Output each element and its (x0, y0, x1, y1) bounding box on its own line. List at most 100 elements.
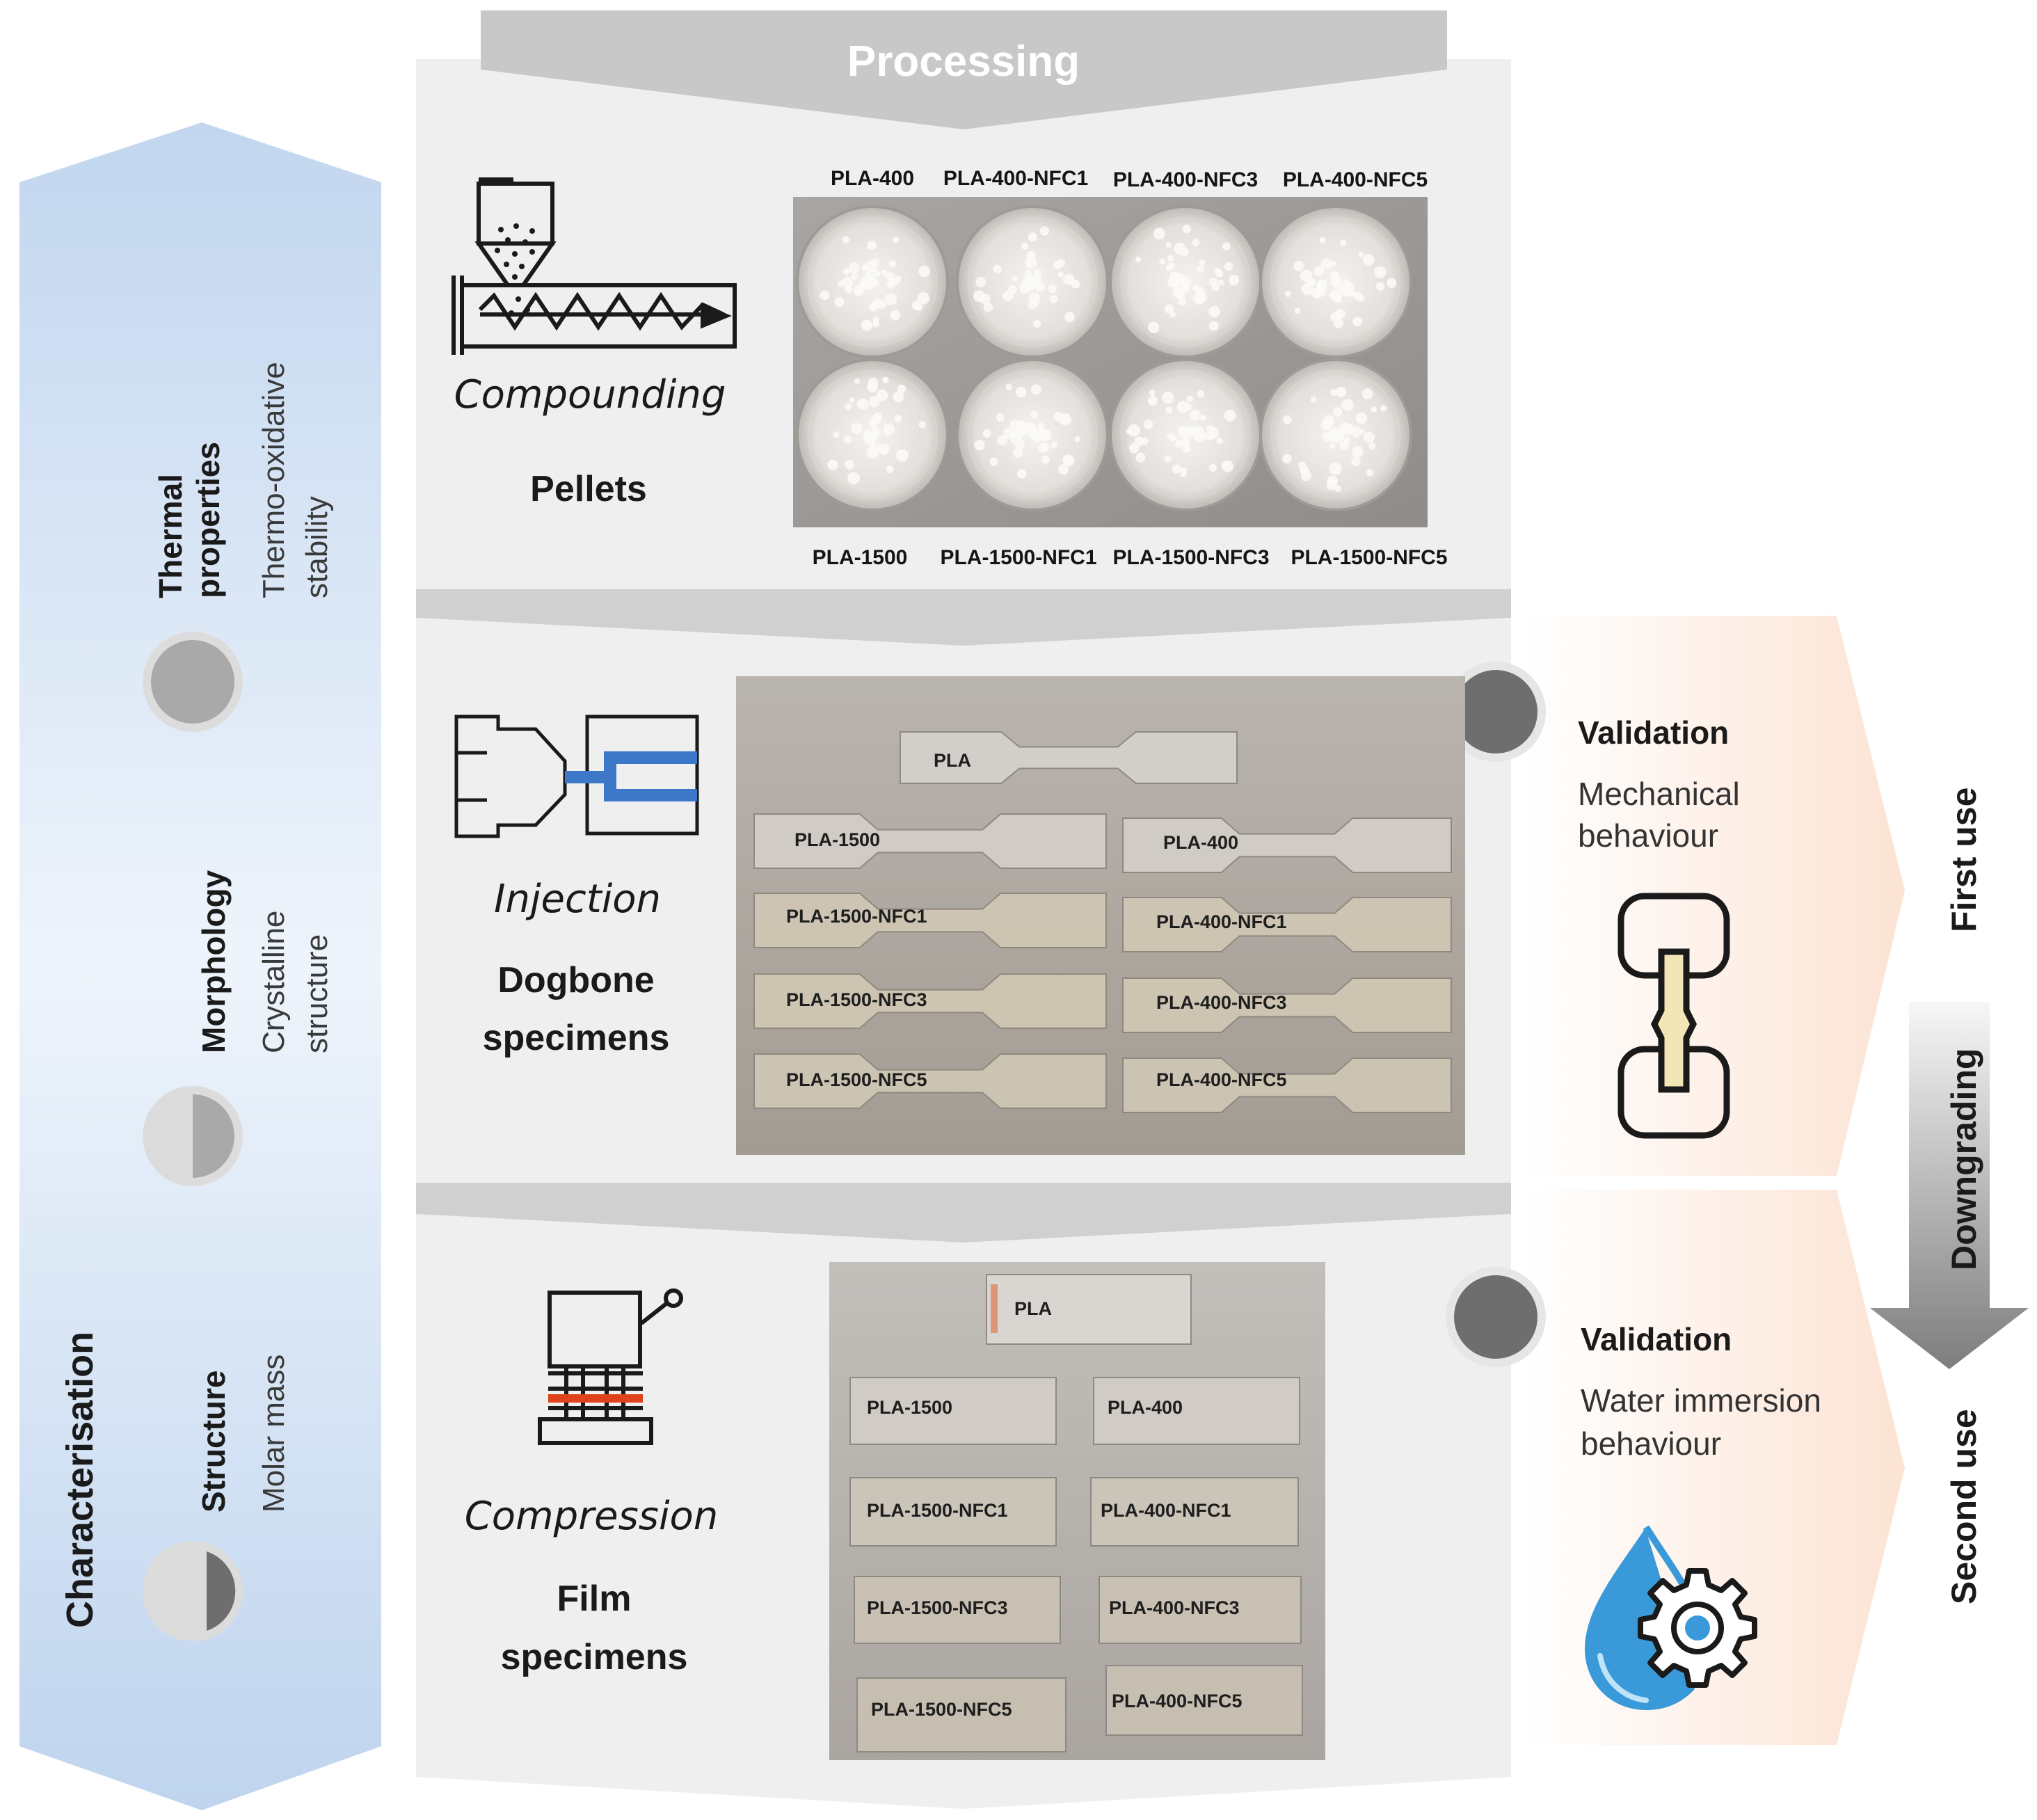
pellet-label: PLA-400-NFC5 (1282, 168, 1428, 191)
dogbone-specimen (1122, 1057, 1452, 1113)
film-specimen-label: PLA-400 (1108, 1397, 1183, 1418)
dogbone-label-line1: Dogbone (497, 960, 655, 1000)
morphology-detail-line2: structure (300, 934, 334, 1053)
dogbone-specimen-label: PLA-1500-NFC5 (786, 1069, 927, 1090)
characterisation-title: Characterisation (59, 1331, 101, 1628)
indicator-morphology (143, 1086, 243, 1186)
petri-dish (796, 205, 949, 358)
pellets-photo (793, 197, 1428, 527)
dogbone-specimen (1122, 817, 1452, 873)
film-specimen (1099, 1576, 1302, 1644)
thermal-heading-line2: properties (190, 442, 226, 598)
indicator-validation-second (1446, 1267, 1546, 1367)
dogbone-specimen (753, 813, 1107, 869)
validation-first-line2: behaviour (1578, 817, 1719, 854)
dogbone-specimen-label: PLA-400-NFC5 (1156, 1069, 1287, 1090)
dogbone-specimen (753, 1053, 1107, 1109)
dogbone-label-line2: specimens (482, 1018, 670, 1058)
compression-label: Compression (464, 1494, 719, 1539)
film-specimen-label: PLA-1500 (867, 1397, 953, 1418)
dogbone-specimen (1122, 977, 1452, 1033)
dogbone-specimen-label: PLA (934, 750, 971, 771)
separator-chevron-1 (416, 589, 1511, 646)
injection-mold-icon (454, 715, 699, 838)
injection-label: Injection (493, 877, 662, 922)
film-label-line2: specimens (500, 1637, 688, 1677)
downgrading-arrow (1870, 1002, 2029, 1369)
hopper-extruder-icon (452, 177, 737, 355)
petri-dish (1109, 358, 1262, 511)
indicator-validation-first (1446, 662, 1546, 762)
petri-dish (1109, 205, 1262, 358)
downgrading-label: Downgrading (1944, 1048, 1983, 1270)
film-edge-mark (991, 1284, 998, 1333)
processing-title: Processing (847, 38, 1080, 86)
film-photo (829, 1262, 1325, 1760)
dogbone-specimen-label: PLA-400 (1163, 832, 1239, 853)
dogbone-specimen (753, 893, 1107, 948)
validation-first-title: Validation (1578, 715, 1730, 751)
film-specimen-label: PLA-400-NFC1 (1101, 1500, 1231, 1521)
validation-second-line1: Water immersion (1581, 1382, 1821, 1419)
first-use-label: First use (1944, 787, 1983, 932)
structure-detail: Molar mass (257, 1354, 291, 1512)
petri-dish (956, 358, 1109, 511)
film-specimen (849, 1477, 1057, 1547)
indicator-thermal (143, 632, 243, 732)
tensile-specimen-icon (1617, 893, 1730, 1139)
film-specimen (1093, 1377, 1300, 1445)
dogbone-specimen (900, 731, 1238, 784)
film-specimen-label: PLA-1500-NFC1 (867, 1500, 1008, 1521)
characterisation-band (19, 122, 381, 1810)
dogbone-specimen (1122, 897, 1452, 952)
pellet-label: PLA-400-NFC3 (1112, 168, 1259, 191)
validation-first-line1: Mechanical (1578, 776, 1740, 812)
pellet-label: PLA-1500-NFC5 (1291, 546, 1448, 569)
dogbone-specimen-label: PLA-1500-NFC3 (786, 989, 927, 1010)
pellet-label: PLA-1500-NFC1 (940, 546, 1097, 569)
dogbone-specimen (753, 973, 1107, 1029)
structure-heading: Structure (195, 1370, 232, 1512)
pellet-label: PLA-400 (830, 167, 915, 190)
film-specimen (986, 1274, 1192, 1345)
dogbone-specimen-label: PLA-400-NFC1 (1156, 911, 1287, 932)
film-specimen (849, 1377, 1057, 1445)
indicator-structure (143, 1541, 243, 1641)
film-specimen (1105, 1665, 1303, 1736)
petri-dish (1259, 205, 1412, 358)
dogbone-specimen-label: PLA-400-NFC3 (1156, 992, 1287, 1013)
validation-second-line2: behaviour (1581, 1426, 1722, 1462)
petri-dish (1259, 358, 1412, 511)
hopper-pellet-dots (495, 223, 535, 316)
morphology-detail-line1: Crystalline (257, 910, 291, 1053)
dogbone-specimen-label: PLA-1500 (794, 829, 881, 850)
film-specimen-label: PLA (1014, 1298, 1052, 1319)
pellet-label: PLA-1500-NFC3 (1112, 546, 1270, 569)
thermal-detail-line1: Thermo-oxidative (257, 362, 291, 598)
film-specimen-label: PLA-400-NFC3 (1109, 1597, 1240, 1618)
film-specimen-label: PLA-1500-NFC3 (867, 1597, 1008, 1618)
film-label-line1: Film (557, 1579, 632, 1619)
pellet-label: PLA-1500 (812, 546, 908, 569)
thermal-heading-line1: Thermal (152, 474, 189, 598)
thermal-detail-line2: stability (300, 496, 334, 598)
separator-chevron-2 (416, 1183, 1511, 1243)
second-use-label: Second use (1944, 1409, 1983, 1604)
dogbone-photo (736, 676, 1465, 1155)
compounding-label: Compounding (454, 372, 726, 417)
compression-press-icon (538, 1288, 683, 1445)
validation-second-title: Validation (1581, 1321, 1732, 1357)
film-specimen (854, 1576, 1061, 1644)
film-specimen-label: PLA-400-NFC5 (1112, 1691, 1243, 1711)
film-specimen-label: PLA-1500-NFC5 (871, 1699, 1012, 1720)
pellets-label: Pellets (530, 469, 647, 509)
water-drop-gear-icon (1585, 1525, 1757, 1710)
film-specimen (856, 1677, 1067, 1753)
petri-dish (796, 358, 949, 511)
morphology-heading: Morphology (195, 870, 232, 1053)
pellet-label: PLA-400-NFC1 (943, 167, 1089, 190)
petri-dish (956, 205, 1109, 358)
film-specimen (1090, 1477, 1299, 1547)
processing-header (481, 10, 1447, 129)
